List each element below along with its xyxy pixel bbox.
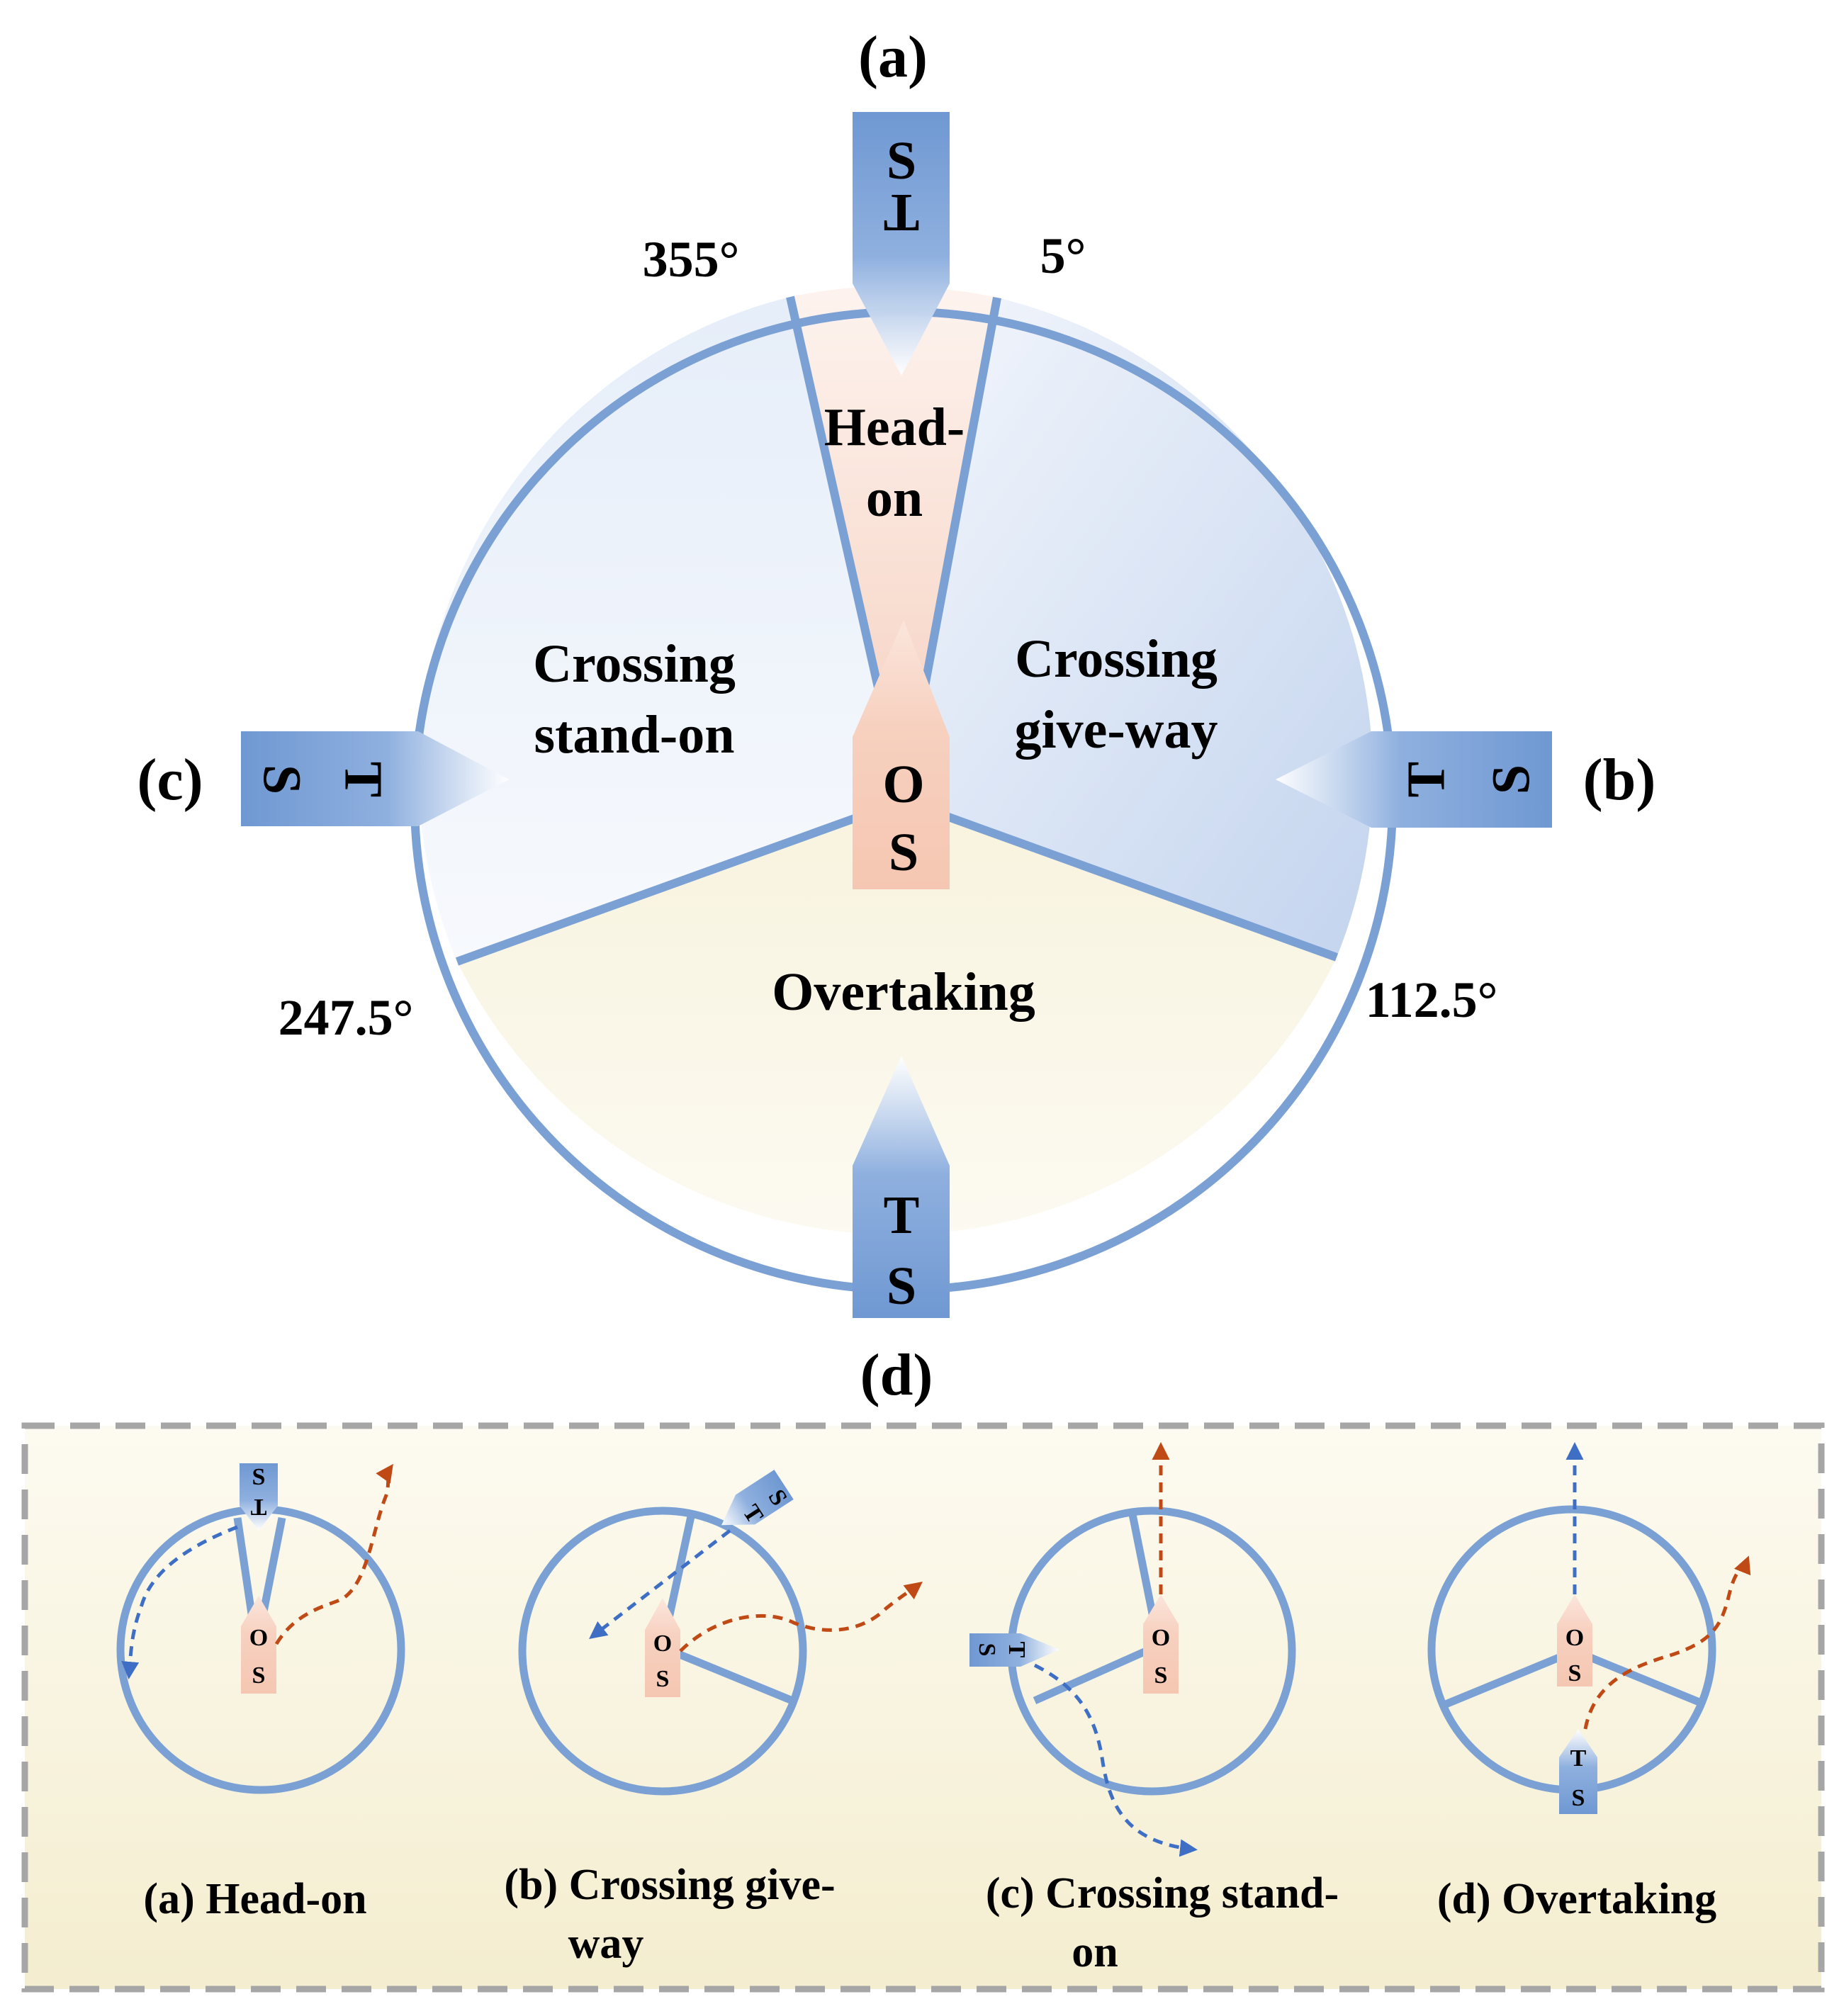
caption-stand-on-line2: on bbox=[1072, 1928, 1118, 1976]
scenario-overtaking: O S T S (d) Overtaking bbox=[1427, 1442, 1751, 1923]
encounter-label-c: (c) bbox=[137, 747, 203, 813]
own-ship-letter-s: S bbox=[889, 823, 918, 882]
svg-text:S: S bbox=[1572, 1785, 1585, 1811]
target-ship-letter-s: S bbox=[887, 1256, 916, 1316]
label-give-way-line1: Crossing bbox=[1015, 629, 1218, 689]
label-overtaking: Overtaking bbox=[772, 962, 1035, 1022]
own-ship-path bbox=[1583, 1555, 1751, 1730]
angle-label-5: 5° bbox=[1040, 227, 1086, 284]
target-ship-stand-on: S T bbox=[241, 731, 509, 826]
svg-text:O: O bbox=[1565, 1625, 1584, 1651]
svg-text:S: S bbox=[252, 1662, 266, 1689]
own-ship-small bbox=[1557, 1594, 1592, 1686]
target-ship-letter-t: T bbox=[884, 1186, 920, 1245]
target-ship-letter-t: T bbox=[334, 762, 393, 798]
target-ship-small bbox=[721, 1470, 794, 1526]
svg-text:O: O bbox=[1152, 1625, 1170, 1651]
own-ship-small bbox=[645, 1598, 680, 1697]
target-ship-letter-t: T bbox=[1396, 762, 1456, 798]
target-ship-give-way: S T bbox=[1276, 731, 1552, 828]
target-ship-path bbox=[589, 1529, 731, 1640]
encounter-label-d: (d) bbox=[860, 1342, 933, 1408]
angle-label-355: 355° bbox=[643, 231, 740, 288]
svg-text:S: S bbox=[252, 1464, 266, 1490]
svg-text:T: T bbox=[250, 1494, 266, 1520]
target-ship-small bbox=[240, 1463, 278, 1531]
caption-give-way-line2: way bbox=[568, 1920, 644, 1968]
target-ship-path bbox=[1033, 1663, 1198, 1857]
svg-text:T: T bbox=[1003, 1642, 1030, 1658]
scenario-head-on: O S S T (a) Head-on bbox=[116, 1463, 405, 1923]
target-ship-small bbox=[1559, 1729, 1597, 1814]
target-ship-path bbox=[121, 1525, 238, 1679]
caption-stand-on-line1: (c) Crossing stand- bbox=[986, 1869, 1339, 1918]
caption-head-on: (a) Head-on bbox=[143, 1875, 366, 1923]
angle-label-247-5: 247.5° bbox=[279, 989, 414, 1046]
label-stand-on-line2: stand-on bbox=[534, 705, 735, 765]
own-ship-path bbox=[679, 1581, 923, 1652]
sector-crossing-stand-on bbox=[418, 297, 904, 962]
sector-overtaking bbox=[457, 801, 1337, 1235]
caption-give-way-line1: (b) Crossing give- bbox=[504, 1861, 835, 1909]
svg-text:S: S bbox=[974, 1643, 1000, 1657]
target-ship-small bbox=[969, 1633, 1059, 1667]
svg-text:S: S bbox=[656, 1666, 670, 1692]
encounter-label-b: (b) bbox=[1583, 747, 1656, 813]
divider-247 bbox=[455, 796, 906, 966]
own-ship-path bbox=[274, 1463, 393, 1645]
label-stand-on-line1: Crossing bbox=[533, 634, 736, 694]
target-ship-letter-s: S bbox=[252, 765, 312, 794]
label-head-on-line1: Head- bbox=[824, 398, 965, 457]
main-circle-diagram: O S S T S T S T T S Head- on Cr bbox=[137, 24, 1655, 1408]
label-head-on-line2: on bbox=[866, 468, 923, 528]
scenario-crossing-give-way: O S S T (b) Crossing give- way bbox=[504, 1470, 923, 1968]
sector-head-on bbox=[790, 286, 997, 801]
divider-112 bbox=[901, 796, 1339, 962]
svg-text:O: O bbox=[653, 1631, 672, 1657]
target-ship-letter-s: S bbox=[1481, 765, 1541, 794]
target-ship-letter-s: S bbox=[887, 131, 916, 191]
own-ship-small bbox=[1143, 1594, 1179, 1694]
svg-text:O: O bbox=[249, 1625, 268, 1651]
encounter-label-a: (a) bbox=[858, 24, 928, 90]
svg-text:T: T bbox=[1570, 1745, 1587, 1772]
angle-label-112-5: 112.5° bbox=[1366, 972, 1498, 1028]
target-ship-overtaking: T S bbox=[853, 1056, 950, 1318]
svg-text:S: S bbox=[1568, 1660, 1582, 1686]
target-ship-head-on: S T bbox=[853, 112, 950, 376]
scenario-crossing-stand-on: O S S T (c) Crossing stand- on bbox=[969, 1442, 1339, 1976]
own-ship-letter-o: O bbox=[882, 755, 924, 814]
own-ship-small bbox=[241, 1596, 276, 1694]
own-ship: O S bbox=[853, 620, 950, 889]
caption-overtaking: (d) Overtaking bbox=[1437, 1875, 1716, 1923]
target-ship-letter-t: T bbox=[884, 183, 920, 242]
svg-text:S: S bbox=[1154, 1662, 1168, 1689]
range-ring-small bbox=[518, 1507, 807, 1796]
label-give-way-line2: give-way bbox=[1014, 700, 1218, 760]
